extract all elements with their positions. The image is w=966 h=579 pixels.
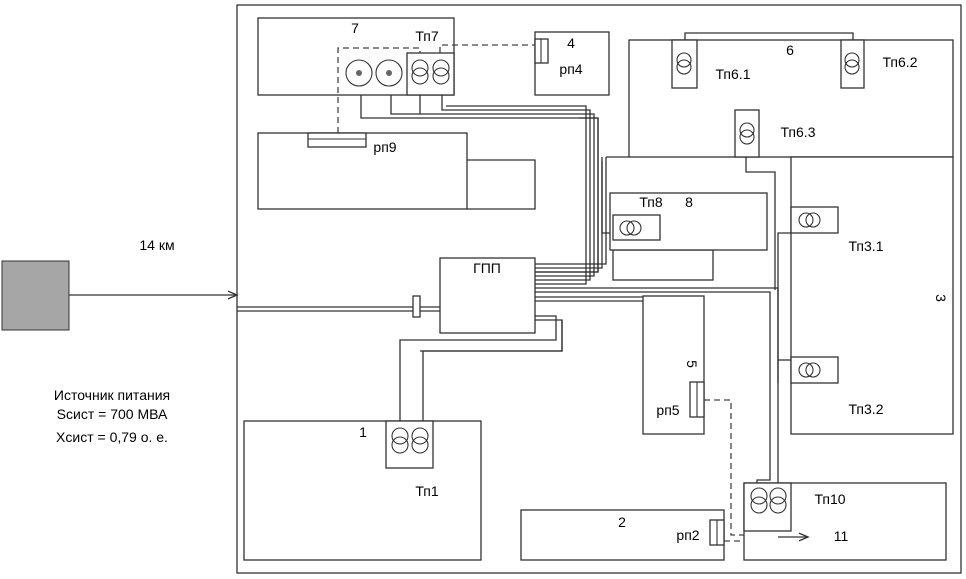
block-11-number: 11: [834, 528, 849, 544]
tp6-2-label: Тп6.2: [883, 54, 918, 70]
input-cable: [237, 306, 440, 312]
rp9-label: рп9: [373, 139, 396, 155]
rp4-label: рп4: [559, 61, 582, 77]
tp10-label: Тп10: [814, 491, 845, 507]
plant-boundary: [236, 4, 962, 574]
transformer-icon: [676, 52, 692, 75]
block-1-number: 1: [359, 424, 367, 440]
gpp-label: ГПП: [473, 260, 501, 276]
distance-label: 14 км: [139, 237, 174, 253]
transformer-icon: [750, 487, 787, 514]
tp6-2-box[interactable]: [840, 39, 865, 89]
transformer-icon: [798, 362, 821, 378]
tp3-1-box[interactable]: [790, 206, 839, 234]
tp8-label: Тп8: [639, 194, 663, 210]
block-9[interactable]: [257, 132, 468, 210]
transformer-icon: [844, 52, 860, 75]
tp1-label: Тп1: [415, 483, 439, 499]
input-switch: [412, 295, 421, 318]
transformer-icon: [411, 59, 450, 85]
tp8-box[interactable]: [612, 214, 661, 241]
rp5-label: рп5: [656, 402, 679, 418]
block-2[interactable]: [520, 509, 725, 561]
block-3-number: 3: [933, 294, 949, 302]
block-8-number: 8: [685, 194, 693, 210]
block-1[interactable]: [243, 420, 482, 561]
tp6-3-label: Тп6.3: [781, 124, 816, 140]
tp3-2-box[interactable]: [790, 356, 839, 384]
motor-icon: [375, 59, 403, 87]
tp7-label: Тп7: [415, 28, 439, 44]
tp6-1-label: Тп6.1: [716, 66, 751, 82]
block-7-number: 7: [351, 20, 359, 36]
dashed-backup-line: [337, 47, 421, 133]
tp3-2-label: Тп3.2: [849, 401, 884, 417]
source-power: Sсист = 700 МВА: [57, 406, 168, 422]
tp6-3-box[interactable]: [734, 109, 760, 158]
rp9-switch: [307, 132, 367, 148]
tp10-box[interactable]: [743, 482, 792, 532]
tp6-1-box[interactable]: [671, 39, 698, 89]
block-3[interactable]: [790, 156, 954, 435]
transformer-icon: [619, 220, 642, 236]
block-6-number: 6: [786, 42, 794, 58]
block-4-number: 4: [567, 35, 575, 51]
tp3-1-label: Тп3.1: [849, 238, 884, 254]
transformer-icon: [391, 427, 429, 454]
rp2-label: рп2: [676, 527, 699, 543]
transformer-icon: [798, 212, 821, 228]
block-5-number: 5: [684, 360, 700, 368]
tp1-box[interactable]: [385, 420, 434, 469]
block-9-annex: [467, 159, 536, 210]
gpp-main-substation[interactable]: [439, 257, 536, 334]
transformer-icon: [739, 122, 755, 145]
power-source-box: [1, 260, 70, 331]
block-8-annex: [612, 249, 714, 281]
source-reactance: Xсист = 0,79 о. е.: [56, 429, 168, 445]
dashed-backup-line: [439, 44, 535, 53]
block-2-number: 2: [618, 514, 626, 530]
cable-bundle: [360, 32, 854, 483]
motor-icon: [345, 59, 373, 87]
source-title: Источник питания: [54, 387, 170, 403]
